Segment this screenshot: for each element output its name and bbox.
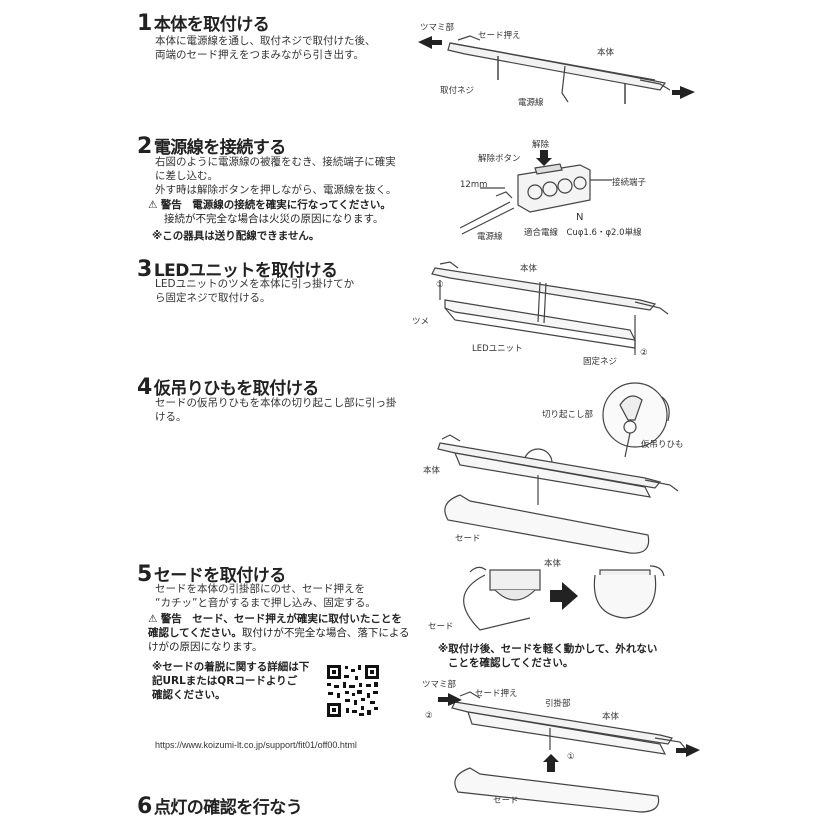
step2-number: 2 bbox=[137, 134, 152, 159]
step3-label-led-unit: LEDユニット bbox=[472, 344, 523, 354]
arrow-left-icon bbox=[438, 693, 462, 706]
step3-label-mark1: ① bbox=[436, 280, 444, 290]
body-section bbox=[489, 569, 541, 591]
down-arrow-icon bbox=[536, 150, 552, 166]
step1-label-body: 本体 bbox=[597, 48, 615, 58]
string bbox=[624, 432, 631, 458]
body-rail bbox=[447, 42, 667, 91]
step2-label-terminal: 接続端子 bbox=[612, 178, 647, 188]
qr-code[interactable] bbox=[325, 663, 381, 719]
arrow-right-icon bbox=[672, 86, 695, 99]
arrow-right-icon bbox=[676, 744, 700, 757]
step2-label-cable: 電源線 bbox=[477, 232, 503, 242]
led-unit bbox=[467, 711, 667, 755]
step1-description: 本体に電源線を通し、取付ネジで取付けた後、 両端のセード押えをつまみながら引き出… bbox=[155, 35, 376, 61]
step5-description: セードを本体の引掛部にのせ、セード押えを “カチッ”と音がするまで押し込み、固定… bbox=[155, 583, 376, 609]
step1-label-tsumami: ツマミ部 bbox=[420, 23, 455, 33]
step4-label-body: 本体 bbox=[423, 466, 441, 476]
body-rail bbox=[451, 701, 673, 745]
power-cable bbox=[561, 65, 569, 103]
step3-label-body: 本体 bbox=[520, 264, 538, 274]
step1-label-cable: 電源線 bbox=[518, 98, 544, 108]
led-unit bbox=[454, 452, 652, 498]
warning-icon: ⚠ bbox=[148, 199, 158, 211]
step1-label-screw: 取付ネジ bbox=[440, 86, 475, 96]
step3-label-tab: ツメ bbox=[412, 317, 430, 327]
body-rail-top bbox=[449, 42, 656, 81]
step1-label-shade-holder: セード押え bbox=[478, 31, 521, 41]
step5-label-shade-holder: セード押え bbox=[475, 689, 518, 699]
step5-label-body: 本体 bbox=[544, 559, 562, 569]
step5-warning: ⚠ 警告 セード、セード押えが確実に取付いたことを確認してください。取付けが不完… bbox=[148, 613, 410, 653]
step5-label-shade2: セード bbox=[493, 796, 519, 806]
step6-number: 6 bbox=[137, 794, 152, 819]
led-unit bbox=[444, 299, 637, 341]
step4-label-string: 仮吊りひも bbox=[641, 440, 684, 450]
step2-label-wire-spec: 適合電線 Cuφ1.6・φ2.0単線 bbox=[524, 228, 642, 238]
step2-label-strip: 12mm bbox=[460, 180, 488, 190]
led-section bbox=[494, 589, 536, 601]
up-arrow-icon bbox=[543, 754, 559, 772]
step5-label-shade: セード bbox=[428, 622, 454, 632]
shade-closed bbox=[593, 574, 657, 619]
step2-label-release: 解除 bbox=[532, 140, 550, 150]
step4-label-shade: セード bbox=[455, 534, 481, 544]
shade bbox=[454, 767, 660, 813]
step3-label-mark2: ② bbox=[640, 348, 648, 358]
step3-description: LEDユニットのツメを本体に引っ掛けてか ら固定ネジで取付ける。 bbox=[155, 278, 355, 304]
step5-number: 5 bbox=[137, 562, 152, 587]
step2-description: 右図のように電源線の被覆をむき、接続端子に確実 に差し込む。 外す時は解除ボタン… bbox=[155, 156, 397, 196]
step5-label-hook: 引掛部 bbox=[545, 699, 571, 709]
step3-diagram bbox=[431, 261, 669, 355]
terminal-block bbox=[517, 164, 591, 213]
step5-note: ※セードの着脱に関する詳細は下 記URLまたはQRコードよりご 確認ください。 bbox=[152, 661, 310, 701]
body-rail bbox=[431, 267, 657, 311]
step1-diagram bbox=[418, 35, 695, 104]
step5-assembly-diagram bbox=[438, 691, 700, 813]
step4-number: 4 bbox=[137, 375, 152, 400]
step1-number: 1 bbox=[137, 11, 152, 36]
step2-label-release-button: 解除ボタン bbox=[478, 154, 521, 164]
step4-description: セードの仮吊りひもを本体の切り起こし部に引っ掛 ける。 bbox=[155, 397, 397, 423]
step5-after-note: ※取付け後、セードを軽く動かして、外れない ことを確認してください。 bbox=[438, 643, 658, 669]
step5-label-mark1: ① bbox=[567, 752, 575, 762]
warning-icon: ⚠ bbox=[148, 613, 158, 625]
step2-warning: ⚠ 警告 電源線の接続を確実に行なってください。 接続が不完全な場合は火災の原因… bbox=[148, 199, 391, 225]
step5-section-diagram bbox=[463, 565, 665, 631]
step5-label-mark2: ② bbox=[425, 711, 433, 721]
wire bbox=[459, 201, 515, 235]
support-url-link[interactable]: https://www.koizumi-lt.co.jp/support/fit… bbox=[155, 740, 357, 750]
step3-label-fix-screw: 固定ネジ bbox=[583, 357, 618, 367]
step4-label-cutout: 切り起こし部 bbox=[542, 410, 594, 420]
step2-note: ※この器具は送り配線できません。 bbox=[152, 230, 320, 242]
step3-number: 3 bbox=[137, 257, 152, 282]
step2-label-neutral: N bbox=[576, 212, 584, 223]
shade-open bbox=[463, 574, 531, 631]
shade bbox=[444, 494, 650, 554]
arrow-right-icon bbox=[550, 582, 578, 610]
step4-diagram bbox=[437, 382, 679, 554]
release-button bbox=[534, 163, 563, 175]
step5-label-tsumami: ツマミ部 bbox=[422, 680, 457, 690]
step5-label-body2: 本体 bbox=[602, 712, 620, 722]
step2-diagram bbox=[459, 150, 612, 235]
arrow-left-icon bbox=[418, 36, 442, 49]
body-rail bbox=[437, 442, 662, 489]
